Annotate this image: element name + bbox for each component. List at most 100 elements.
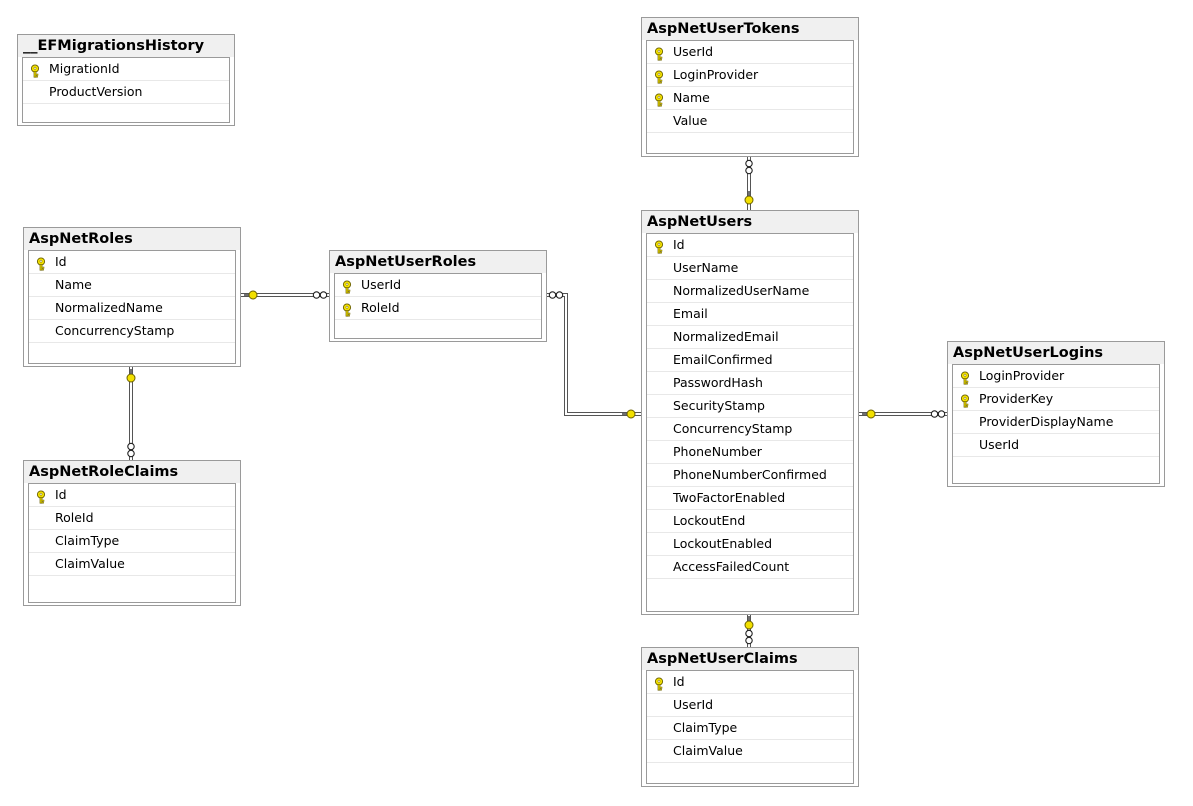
column-row[interactable]: RoleId bbox=[29, 507, 235, 530]
column-row[interactable]: ConcurrencyStamp bbox=[29, 320, 235, 343]
table-title[interactable]: AspNetUserLogins bbox=[948, 342, 1164, 364]
column-row[interactable]: LockoutEnabled bbox=[647, 533, 853, 556]
column-row[interactable]: TwoFactorEnabled bbox=[647, 487, 853, 510]
column-row[interactable]: NormalizedName bbox=[29, 297, 235, 320]
column-name: Email bbox=[673, 306, 708, 321]
column-name: ConcurrencyStamp bbox=[673, 421, 793, 436]
column-name: Name bbox=[55, 277, 92, 292]
column-row[interactable]: PasswordHash bbox=[647, 372, 853, 395]
primary-key-icon bbox=[35, 489, 47, 504]
many-end-infinity-icon bbox=[745, 629, 753, 645]
primary-key-icon bbox=[653, 239, 665, 254]
column-row[interactable]: UserId bbox=[953, 434, 1159, 457]
column-name: UserId bbox=[979, 437, 1020, 452]
column-row[interactable]: NormalizedEmail bbox=[647, 326, 853, 349]
column-row[interactable]: LoginProvider bbox=[953, 365, 1159, 388]
table-userroles[interactable]: AspNetUserRoles UserId RoleId bbox=[329, 250, 547, 342]
column-row[interactable]: ProviderKey bbox=[953, 388, 1159, 411]
column-name: RoleId bbox=[55, 510, 94, 525]
column-row[interactable]: UserId bbox=[647, 41, 853, 64]
column-row[interactable]: AccessFailedCount bbox=[647, 556, 853, 579]
column-name: LockoutEnabled bbox=[673, 536, 773, 551]
column-row[interactable]: Value bbox=[647, 110, 853, 133]
column-row[interactable]: PhoneNumber bbox=[647, 441, 853, 464]
column-name: Id bbox=[55, 487, 67, 502]
table-userlogins[interactable]: AspNetUserLogins LoginProvider ProviderK… bbox=[947, 341, 1165, 487]
many-end-infinity-icon bbox=[745, 159, 753, 175]
column-row[interactable]: NormalizedUserName bbox=[647, 280, 853, 303]
column-name: UserId bbox=[361, 277, 402, 292]
column-name: NormalizedEmail bbox=[673, 329, 779, 344]
column-name: ClaimValue bbox=[55, 556, 125, 571]
column-row[interactable]: Id bbox=[29, 251, 235, 274]
table-title[interactable]: AspNetUserTokens bbox=[642, 18, 858, 40]
table-usertokens[interactable]: AspNetUserTokens UserId LoginProvider Na… bbox=[641, 17, 859, 157]
column-name: UserId bbox=[673, 44, 714, 59]
column-name: ProductVersion bbox=[49, 84, 143, 99]
column-row[interactable]: UserId bbox=[647, 694, 853, 717]
column-row[interactable]: MigrationId bbox=[23, 58, 229, 81]
column-name: EmailConfirmed bbox=[673, 352, 773, 367]
relationship-userroles-users[interactable] bbox=[547, 293, 641, 416]
column-row[interactable]: Name bbox=[29, 274, 235, 297]
column-row[interactable]: ClaimValue bbox=[647, 740, 853, 763]
column-name: LockoutEnd bbox=[673, 513, 746, 528]
one-end-key-icon bbox=[622, 409, 636, 419]
column-row[interactable]: LockoutEnd bbox=[647, 510, 853, 533]
column-row[interactable]: ClaimType bbox=[29, 530, 235, 553]
column-row[interactable]: Id bbox=[29, 484, 235, 507]
many-end-infinity-icon bbox=[127, 442, 135, 458]
column-name: ClaimType bbox=[55, 533, 120, 548]
column-row[interactable]: ProductVersion bbox=[23, 81, 229, 104]
column-name: ClaimType bbox=[673, 720, 738, 735]
column-name: Value bbox=[673, 113, 708, 128]
one-end-key-icon bbox=[126, 369, 136, 383]
column-row[interactable]: ConcurrencyStamp bbox=[647, 418, 853, 441]
table-title[interactable]: AspNetRoleClaims bbox=[24, 461, 240, 483]
column-name: NormalizedName bbox=[55, 300, 163, 315]
column-row[interactable]: EmailConfirmed bbox=[647, 349, 853, 372]
column-row[interactable]: PhoneNumberConfirmed bbox=[647, 464, 853, 487]
primary-key-icon bbox=[959, 393, 971, 408]
table-title[interactable]: AspNetUserClaims bbox=[642, 648, 858, 670]
column-name: PasswordHash bbox=[673, 375, 763, 390]
column-row[interactable]: ClaimValue bbox=[29, 553, 235, 576]
column-row[interactable]: Email bbox=[647, 303, 853, 326]
table-title[interactable]: AspNetRoles bbox=[24, 228, 240, 250]
one-end-key-icon bbox=[862, 409, 876, 419]
column-name: LoginProvider bbox=[979, 368, 1065, 383]
primary-key-icon bbox=[959, 370, 971, 385]
column-row[interactable]: ProviderDisplayName bbox=[953, 411, 1159, 434]
column-row[interactable]: ClaimType bbox=[647, 717, 853, 740]
table-title[interactable]: AspNetUserRoles bbox=[330, 251, 546, 273]
column-name: UserName bbox=[673, 260, 739, 275]
column-row[interactable]: Name bbox=[647, 87, 853, 110]
table-title[interactable]: __EFMigrationsHistory bbox=[18, 35, 234, 57]
primary-key-icon bbox=[653, 69, 665, 84]
table-title[interactable]: AspNetUsers bbox=[642, 211, 858, 233]
column-name: ProviderDisplayName bbox=[979, 414, 1114, 429]
column-row[interactable]: UserId bbox=[335, 274, 541, 297]
column-row[interactable]: Id bbox=[647, 234, 853, 257]
column-row[interactable]: UserName bbox=[647, 257, 853, 280]
column-name: Id bbox=[55, 254, 67, 269]
column-row[interactable]: Id bbox=[647, 671, 853, 694]
column-row[interactable]: LoginProvider bbox=[647, 64, 853, 87]
column-name: PhoneNumberConfirmed bbox=[673, 467, 827, 482]
many-end-infinity-icon bbox=[548, 291, 564, 299]
primary-key-icon bbox=[653, 46, 665, 61]
column-row[interactable]: SecurityStamp bbox=[647, 395, 853, 418]
column-row[interactable]: RoleId bbox=[335, 297, 541, 320]
column-name: Id bbox=[673, 674, 685, 689]
